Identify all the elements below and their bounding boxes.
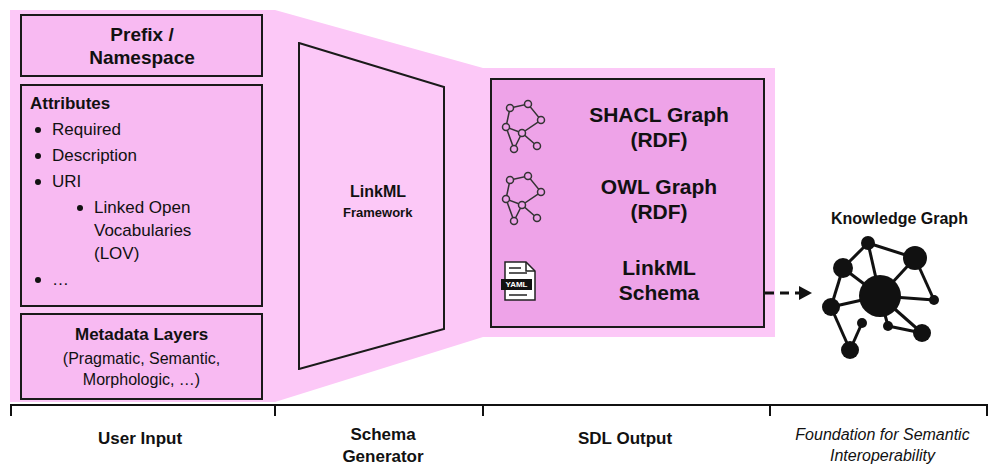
axis-label: Schema Generator bbox=[333, 424, 433, 468]
section-heading: Attributes bbox=[30, 92, 110, 115]
graph-icon bbox=[503, 173, 545, 225]
graph-icon bbox=[506, 104, 541, 149]
yaml-file-icon bbox=[526, 262, 535, 271]
namespace-box: Prefix / Namespace bbox=[20, 14, 263, 77]
knowledge-graph-figure bbox=[913, 324, 931, 342]
axis-label: User Input bbox=[98, 428, 182, 450]
bullet-dot bbox=[35, 277, 41, 283]
node-title: LinkML bbox=[350, 182, 406, 202]
knowledge-graph-figure bbox=[859, 275, 901, 317]
sdl-output-box: SHACL Graph (RDF) OWL Graph (RDF) LinkML S… bbox=[490, 78, 765, 328]
list-item: Linked Open Vocabularies (LOV) bbox=[94, 196, 224, 265]
knowledge-graph-figure bbox=[841, 341, 859, 359]
list-item: … bbox=[52, 268, 69, 291]
axis bbox=[986, 405, 988, 416]
arrow-head bbox=[799, 286, 812, 300]
knowledge-graph-figure bbox=[883, 321, 893, 331]
icon-tag: YAML bbox=[501, 279, 532, 290]
graph-icon bbox=[503, 124, 510, 131]
graph-icon bbox=[507, 105, 514, 112]
knowledge-graph-figure bbox=[929, 295, 939, 305]
output-fill bbox=[490, 78, 765, 328]
knowledge-graph-figure bbox=[822, 236, 939, 359]
knowledge-graph-figure bbox=[822, 236, 939, 359]
graph-icon bbox=[503, 101, 545, 153]
metadata-box: Metadata Layers(Pragmatic, Semantic, Mor… bbox=[20, 313, 263, 400]
knowledge-graph-figure bbox=[861, 236, 875, 250]
graph-icon bbox=[525, 101, 532, 108]
axis bbox=[274, 405, 276, 416]
graph-icon bbox=[534, 215, 541, 222]
output-item: LinkML Schema bbox=[584, 255, 734, 305]
axis bbox=[769, 405, 771, 416]
dashed-arrow bbox=[765, 286, 812, 300]
knowledge-graph-node: Knowledge Graph bbox=[812, 205, 987, 375]
node-title: Framework bbox=[343, 203, 412, 223]
graph-icon bbox=[534, 143, 541, 150]
graph-icon bbox=[511, 146, 518, 153]
bullet-dot bbox=[35, 153, 41, 159]
knowledge-graph-figure bbox=[822, 298, 840, 316]
attributes-box: AttributesRequiredDescriptionURI Linked O… bbox=[20, 84, 263, 307]
axis bbox=[482, 405, 484, 416]
list-item: Description bbox=[52, 144, 137, 167]
axis bbox=[10, 405, 12, 416]
graph-icon bbox=[519, 202, 526, 209]
graph-icon bbox=[519, 130, 526, 137]
graph-icon bbox=[538, 117, 545, 124]
funnel-panel bbox=[10, 10, 775, 402]
node-title: Prefix / Namespace bbox=[82, 23, 202, 69]
bullet-dot bbox=[35, 127, 41, 133]
bullet-dot bbox=[77, 205, 83, 211]
section-heading: Metadata Layers bbox=[75, 324, 208, 346]
bullet-dot bbox=[35, 179, 41, 185]
output-item: SHACL Graph (RDF) bbox=[584, 102, 734, 152]
list-item: URI bbox=[52, 170, 81, 193]
knowledge-graph-figure bbox=[903, 246, 927, 270]
node-title: Knowledge Graph bbox=[831, 209, 968, 229]
yaml-file-icon bbox=[501, 279, 532, 290]
axis bbox=[10, 404, 988, 406]
knowledge-graph-figure bbox=[833, 258, 853, 278]
list-item: Required bbox=[52, 118, 121, 141]
section-body: (Pragmatic, Semantic, Morphologic, …) bbox=[29, 348, 254, 390]
connector-line bbox=[765, 292, 801, 295]
output-item: OWL Graph (RDF) bbox=[584, 174, 734, 224]
graph-icon bbox=[525, 173, 532, 180]
axis bbox=[10, 405, 988, 416]
graph-icon bbox=[503, 101, 545, 153]
axis-label: SDL Output bbox=[578, 428, 672, 450]
knowledge-graph-figure bbox=[831, 243, 934, 350]
graph-icon bbox=[511, 218, 518, 225]
graph-icon bbox=[503, 173, 545, 225]
yaml-file-icon bbox=[501, 262, 535, 300]
graph-icon bbox=[538, 189, 545, 196]
framework-trapezoid: LinkMLFramework bbox=[298, 42, 445, 370]
graph-icon bbox=[506, 176, 541, 221]
trapezoid-shape bbox=[299, 43, 444, 369]
axis-label: Foundation for Semantic Interoperability bbox=[790, 424, 975, 466]
graph-icon bbox=[503, 196, 510, 203]
knowledge-graph-figure bbox=[857, 318, 867, 328]
graph-icon bbox=[507, 177, 514, 184]
